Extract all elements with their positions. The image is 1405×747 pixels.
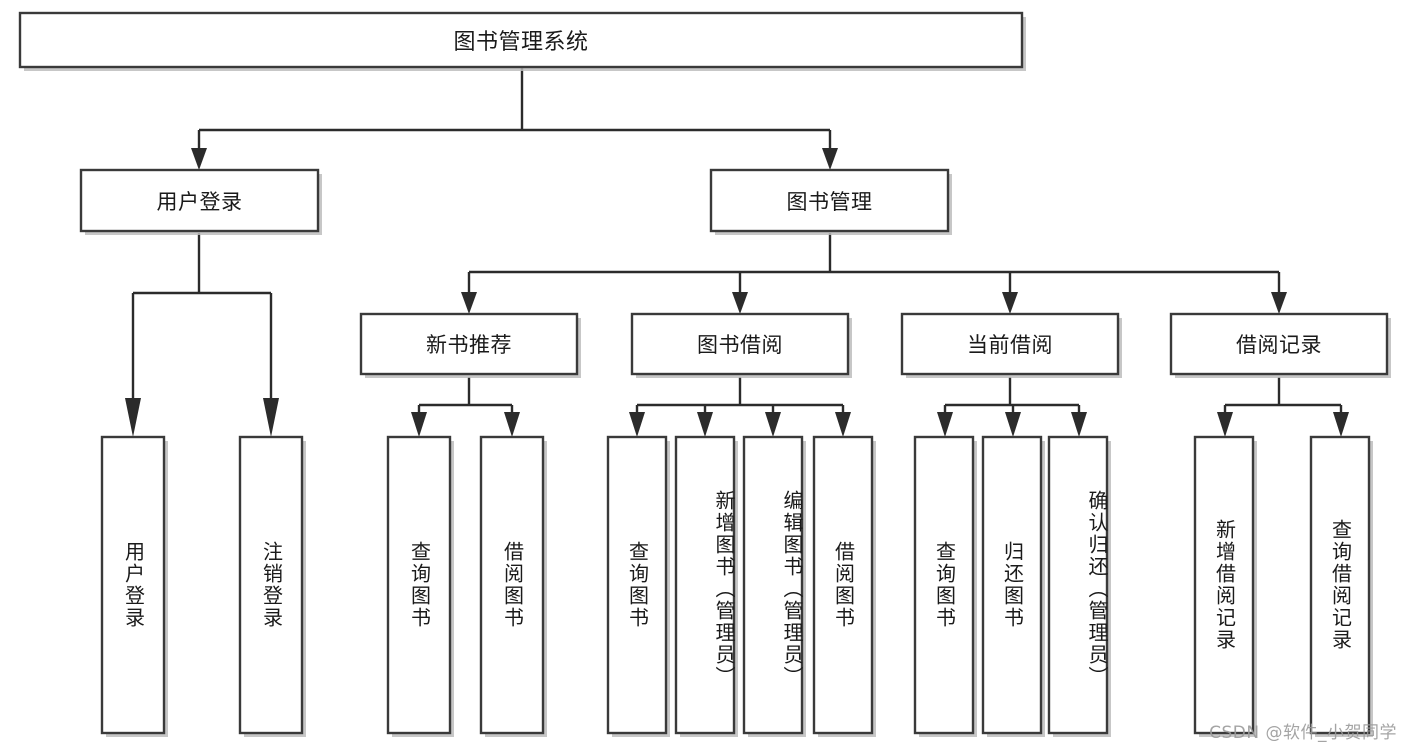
node-box-leaf-query-book-3[interactable] [913, 435, 975, 735]
node-box-leaf-borrow-book-2[interactable] [812, 435, 874, 735]
node-box-root[interactable] [18, 11, 1024, 69]
arrow-head-leaf-query-book-3 [937, 412, 953, 437]
node-box-leaf-user-logout[interactable] [238, 435, 304, 735]
node-box-leaf-borrow-book-1[interactable] [479, 435, 545, 735]
node-box-leaf-return-book[interactable] [981, 435, 1043, 735]
node-box-current-borrow[interactable] [900, 312, 1120, 376]
arrow-head-leaf-query-record [1333, 412, 1349, 437]
arrow-head-current-borrow [1002, 292, 1018, 314]
arrow-head-bookmanage [822, 148, 838, 170]
arrow-head-new-book-rec [461, 292, 477, 314]
arrow-head-userlogin [191, 148, 207, 170]
arrow-head-leaf-confirm-return [1071, 412, 1087, 437]
arrow-head-book-borrow [732, 292, 748, 314]
arrow-head-leaf-add-book [697, 412, 713, 437]
watermark-text: CSDN @软件_小贺同学 [1209, 723, 1397, 743]
arrow-head-leaf-add-record [1217, 412, 1233, 437]
node-box-book-borrow[interactable] [630, 312, 850, 376]
node-box-leaf-add-record[interactable] [1193, 435, 1255, 735]
node-box-new-book-rec[interactable] [359, 312, 579, 376]
node-box-leaf-user-login[interactable] [100, 435, 166, 735]
node-box-leaf-query-book-1[interactable] [386, 435, 452, 735]
node-box-group [18, 11, 1391, 737]
node-box-leaf-query-record[interactable] [1309, 435, 1371, 735]
arrow-head-borrow-record [1271, 292, 1287, 314]
arrow-head-leaf-borrow-book-2 [835, 412, 851, 437]
node-box-user-login[interactable] [79, 168, 320, 233]
arrow-head-leaf-edit-book [765, 412, 781, 437]
arrow-head-leaf-user-login [125, 398, 141, 437]
node-box-borrow-record[interactable] [1169, 312, 1389, 376]
arrow-head-leaf-return-book [1005, 412, 1021, 437]
node-box-leaf-query-book-2[interactable] [606, 435, 668, 735]
node-box-leaf-edit-book[interactable] [742, 435, 804, 735]
node-box-book-manage[interactable] [709, 168, 950, 233]
arrow-head-leaf-borrow-book-1 [504, 412, 520, 437]
arrow-head-leaf-user-logout [263, 398, 279, 437]
arrow-head-leaf-query-book-1 [411, 412, 427, 437]
node-box-leaf-add-book[interactable] [674, 435, 736, 735]
arrow-head-leaf-query-book-2 [629, 412, 645, 437]
node-box-leaf-confirm-return[interactable] [1047, 435, 1109, 735]
connector-group [125, 67, 1349, 437]
